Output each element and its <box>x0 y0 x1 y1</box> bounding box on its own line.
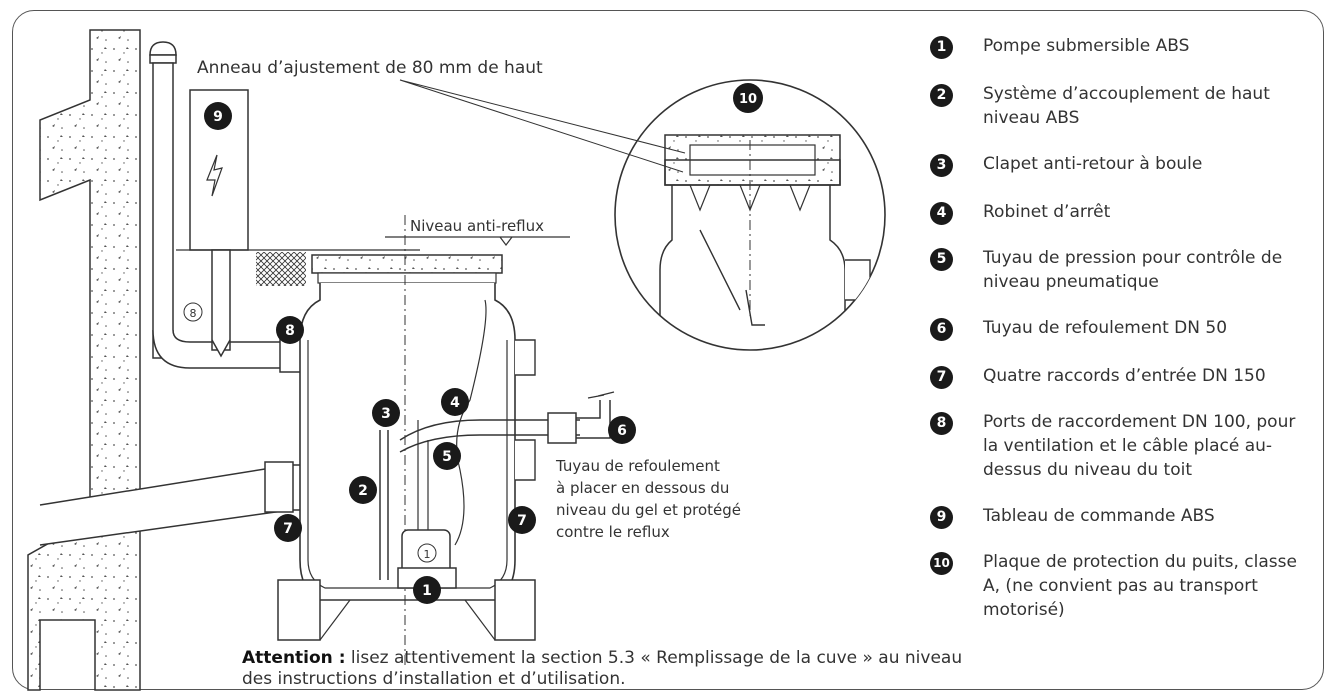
callout-6 <box>608 416 636 444</box>
callout-7b <box>508 506 536 534</box>
callout-9 <box>204 102 232 130</box>
discharge-pipe-note: Tuyau de refoulement à placer en dessous… <box>556 457 742 541</box>
building-wall <box>27 29 141 691</box>
svg-text:4: 4 <box>450 395 460 411</box>
svg-text:10: 10 <box>739 92 757 107</box>
svg-text:3: 3 <box>381 406 391 422</box>
callout-1-outline <box>417 543 437 563</box>
anti-reflux-label: Niveau anti-reflux <box>410 217 545 235</box>
svg-text:5: 5 <box>442 449 452 465</box>
attention-text: lisez attentivement la section 5.3 « Rem… <box>242 648 963 689</box>
attention-note: Attention : lisez attentivement la secti… <box>242 648 982 690</box>
svg-text:1: 1 <box>424 548 431 561</box>
callout-markers: 9 8 8 3 4 5 6 2 7 7 1 1 10 <box>183 83 763 604</box>
svg-text:8: 8 <box>285 323 295 339</box>
callout-1 <box>413 576 441 604</box>
adjust-ring-label: Anneau d’ajustement de 80 mm de haut <box>197 58 543 78</box>
diagram-frame <box>12 10 1324 690</box>
svg-text:8: 8 <box>190 307 197 320</box>
ground-hatch <box>256 252 306 286</box>
callout-7a <box>274 514 302 542</box>
svg-text:7: 7 <box>517 513 527 529</box>
svg-text:1: 1 <box>422 583 432 599</box>
svg-text:9: 9 <box>213 109 223 125</box>
detail-circle <box>614 79 886 351</box>
callout-2 <box>349 476 377 504</box>
pump-station-drawing: 9 8 8 3 4 5 6 2 7 7 1 1 10 <box>27 29 886 691</box>
leader-lines <box>399 79 686 173</box>
callout-3 <box>372 399 400 427</box>
svg-text:6: 6 <box>617 423 627 439</box>
pump-tank <box>277 215 615 668</box>
svg-text:7: 7 <box>283 521 293 537</box>
callout-4 <box>441 388 469 416</box>
attention-label: Attention : <box>242 648 346 668</box>
inlet-pipe-left <box>39 461 313 546</box>
callout-5 <box>433 442 461 470</box>
callout-8 <box>276 316 304 344</box>
callout-10 <box>733 83 763 113</box>
callout-8-outline <box>183 302 203 322</box>
svg-text:2: 2 <box>358 483 368 499</box>
